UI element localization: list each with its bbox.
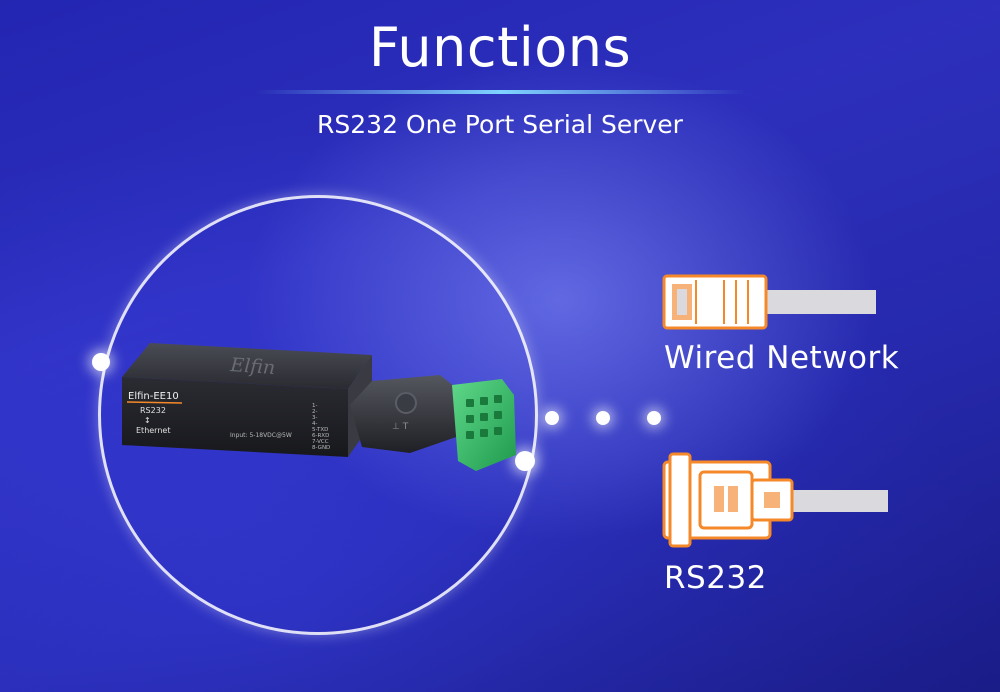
- link-dot-3: [647, 411, 661, 425]
- svg-text:6-RXD: 6-RXD: [312, 433, 329, 439]
- page-subtitle: RS232 One Port Serial Server: [317, 110, 683, 139]
- orbit-dot-left: [92, 353, 110, 371]
- svg-text:↕: ↕: [144, 416, 151, 425]
- svg-text:7-VCC: 7-VCC: [312, 439, 329, 445]
- link-dot-2: [596, 411, 610, 425]
- terminal-block: [452, 379, 516, 471]
- svg-text:1-: 1-: [312, 403, 317, 409]
- ethernet-plug-icon: [662, 274, 876, 330]
- device-input-spec: Input: 5-18VDC@5W: [230, 432, 292, 439]
- svg-text:2-: 2-: [312, 409, 317, 415]
- device-port-label-2: Ethernet: [136, 426, 170, 435]
- device-body-front: [122, 377, 348, 457]
- svg-text:4-: 4-: [312, 421, 317, 427]
- serial-server-device: Elfin Elfin-EE10 RS232 ↕ Ethernet Input:…: [122, 343, 516, 471]
- adapter-screw: [395, 392, 417, 414]
- device-port-label-1: RS232: [140, 406, 166, 415]
- svg-text:5-TXD: 5-TXD: [312, 427, 328, 433]
- svg-text:3-: 3-: [312, 415, 317, 421]
- device-logo: Elfin: [229, 354, 276, 379]
- orbit-ring: [98, 195, 538, 635]
- svg-text:⊥ T: ⊥ T: [392, 422, 409, 432]
- db9-connector-icon: [662, 452, 888, 548]
- orbit-dot-right: [515, 451, 535, 471]
- device-pin-labels: 1- 2- 3- 4- 5-TXD 6-RXD 7-VCC 8-GND: [312, 403, 330, 451]
- title-underline: [256, 90, 746, 94]
- device-body-top: [122, 343, 372, 389]
- svg-text:8-GND: 8-GND: [312, 445, 330, 451]
- rs232-label: RS232: [664, 560, 767, 596]
- page-title: Functions: [368, 16, 632, 79]
- wired-network-label: Wired Network: [664, 340, 900, 376]
- link-dot-1: [545, 411, 559, 425]
- device-model-label: Elfin-EE10: [128, 391, 179, 402]
